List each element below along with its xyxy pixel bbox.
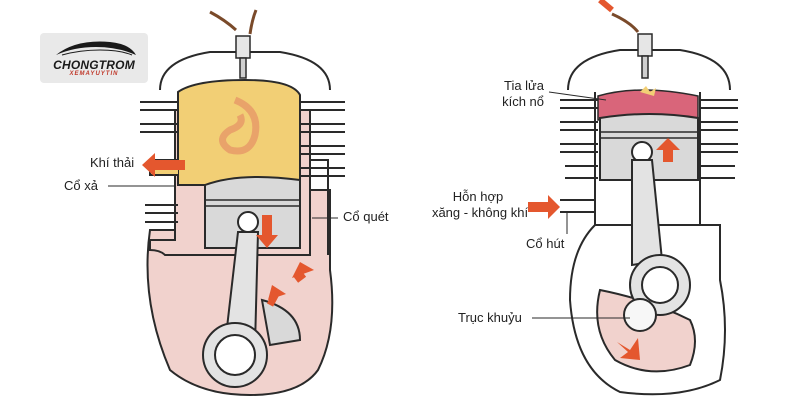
car-silhouette-icon bbox=[56, 41, 136, 56]
crankshaft-web bbox=[623, 298, 657, 332]
right-spark-plug bbox=[637, 33, 653, 57]
label-mixture-line2: xăng - không khí bbox=[431, 205, 529, 220]
label-transfer-port: Cổ quét bbox=[343, 209, 389, 224]
logo-subtitle: XEMAYUYTIN bbox=[69, 71, 119, 77]
crank-rotation-arrow-icon bbox=[617, 338, 640, 360]
label-spark-line2: kích nổ bbox=[502, 94, 544, 109]
logo-name: CHONGTROM bbox=[53, 58, 135, 72]
label-mixture-line1: Hỗn hợp bbox=[452, 189, 504, 204]
transfer-up-arrow-icon bbox=[292, 262, 314, 278]
brand-logo: CHONGTROM XEMAYUYTIN bbox=[40, 33, 148, 83]
piston-up-arrow-icon bbox=[656, 138, 680, 162]
intake-arrow-icon bbox=[528, 195, 560, 219]
piston-down-arrow-icon bbox=[256, 215, 278, 248]
label-exhaust-port: Cổ xả bbox=[64, 178, 98, 193]
left-combustion-chamber bbox=[177, 78, 301, 186]
label-spark-line1: Tia lửa bbox=[503, 78, 544, 93]
label-exhaust-gas: Khí thải bbox=[90, 155, 135, 170]
exhaust-arrow-icon bbox=[142, 153, 185, 177]
left-flame-swirl bbox=[219, 96, 260, 155]
label-crankshaft: Trục khuỷu bbox=[458, 310, 522, 325]
label-intake-port: Cổ hút bbox=[526, 236, 565, 251]
